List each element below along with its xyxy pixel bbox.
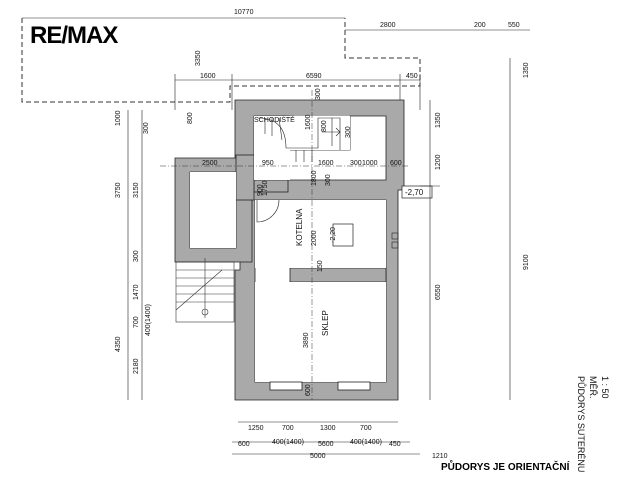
- dim-top-550: 550: [508, 22, 520, 29]
- dim-left-300: 300: [143, 122, 150, 134]
- plot-boundary: [21, 18, 421, 103]
- dim-mid-600: 600: [390, 160, 402, 167]
- dim-stairs-300a: 300: [315, 88, 322, 100]
- dim-stairs-300b: 300: [345, 126, 352, 138]
- level-box: [332, 223, 354, 247]
- dim-mid-950: 950: [262, 160, 274, 167]
- dim-cellar-3890: 3890: [303, 332, 310, 348]
- title-text: PŮDORYS SUTERÉNU: [576, 376, 587, 472]
- orientation-note: PŮDORYS JE ORIENTAČNÍ: [441, 462, 570, 473]
- axis-lines: [160, 90, 410, 400]
- dim-bot-600: 600: [238, 441, 250, 448]
- dim-stairs-1600: 1600: [305, 114, 312, 130]
- dim-bot-400b: 400(1400): [350, 439, 382, 446]
- outer-level-label: -2,70: [405, 188, 424, 197]
- dim-left-400-1400: 400(1400): [145, 304, 152, 336]
- dim-row-450: 450: [406, 73, 418, 80]
- stair-flight: [257, 117, 341, 162]
- dim-row-1600: 1600: [200, 73, 216, 80]
- dim-mid-2500: 2500: [202, 160, 218, 167]
- dim-left-1470: 1470: [133, 284, 140, 300]
- room-boiler-label: KOTELNA: [295, 208, 304, 246]
- dim-row-6590: 6590: [306, 73, 322, 80]
- dim-bot-400a: 400(1400): [272, 439, 304, 446]
- dim-stairs-800a: 800: [187, 112, 194, 124]
- dim-bot-700a: 700: [282, 425, 294, 432]
- dim-left-3750: 3750: [115, 182, 122, 198]
- dim-bot-1210: 1210: [432, 453, 448, 460]
- dim-top-overall: 10770: [234, 9, 254, 16]
- top-dimensions: [22, 17, 530, 110]
- dim-cellar-600: 600: [305, 384, 312, 396]
- door-swing: [256, 199, 280, 223]
- scale-label: MĚŘ.: [588, 376, 598, 399]
- dim-stairs-800b: 800: [321, 120, 328, 132]
- logo-text: RE/MAX: [30, 22, 118, 49]
- dim-boiler-150: 150: [317, 260, 324, 272]
- dim-bot-700b: 700: [360, 425, 372, 432]
- dim-right-1350: 1350: [523, 62, 530, 78]
- dim-right-9100: 9100: [523, 254, 530, 270]
- dim-mid-1600: 1600: [318, 160, 334, 167]
- scale-value: 1 : 50: [600, 376, 610, 399]
- dim-left-3150: 3150: [133, 182, 140, 198]
- dim-bot-1250: 1250: [248, 425, 264, 432]
- dim-right-1200: 1200: [435, 154, 442, 170]
- windows-bottom: [269, 381, 371, 391]
- right-dimensions: [420, 58, 511, 400]
- level-box-outer: [401, 185, 433, 199]
- dim-mid-1000: 1000: [362, 160, 378, 167]
- title-block: PŮDORYS SUTERÉNU MĚŘ. 1 : 50: [576, 376, 610, 472]
- dim-mid-300: 300: [350, 160, 362, 167]
- dim-top-200: 200: [474, 22, 486, 29]
- dim-stairs-1750: 1750: [262, 180, 269, 196]
- dim-right-1350b: 1350: [435, 112, 442, 128]
- dim-bot-1300: 1300: [320, 425, 336, 432]
- room-labels: SCHODIŠTĚ KOTELNA -2,20 SKLEP -2,70: [254, 115, 424, 336]
- room-boiler-level: -2,20: [330, 227, 337, 243]
- dim-left-4350: 4350: [115, 336, 122, 352]
- dim-bot-5600: 5600: [318, 441, 334, 448]
- room-stairs-label: SCHODIŠTĚ: [254, 115, 295, 124]
- dimension-labels: 10770 2800 200 550 3350 1350 1600 6590 4…: [115, 9, 530, 460]
- outdoor-steps: [175, 258, 235, 323]
- dim-right-6550: 6550: [435, 284, 442, 300]
- dim-stairs-300c: 300: [325, 174, 332, 186]
- dim-bot-5000: 5000: [310, 453, 326, 460]
- dim-left-1000: 1000: [115, 110, 122, 126]
- dim-boiler-2000: 2000: [311, 230, 318, 246]
- dim-stairs-900: 900: [257, 184, 264, 196]
- dim-left-300b: 300: [133, 250, 140, 262]
- boiler-markers: [391, 232, 399, 249]
- dim-left-700b: 700: [133, 316, 140, 328]
- dim-left-2180: 2180: [133, 358, 140, 374]
- dim-top-2800: 2800: [380, 22, 396, 29]
- remax-logo: RE/MAX: [30, 22, 125, 52]
- bottom-dimensions: [232, 421, 420, 455]
- dim-stairs-1800: 1800: [311, 170, 318, 186]
- dim-left-3350: 3350: [195, 50, 202, 66]
- left-dimensions: [127, 110, 143, 400]
- dim-bot-450: 450: [389, 441, 401, 448]
- room-cellar-label: SKLEP: [321, 310, 330, 336]
